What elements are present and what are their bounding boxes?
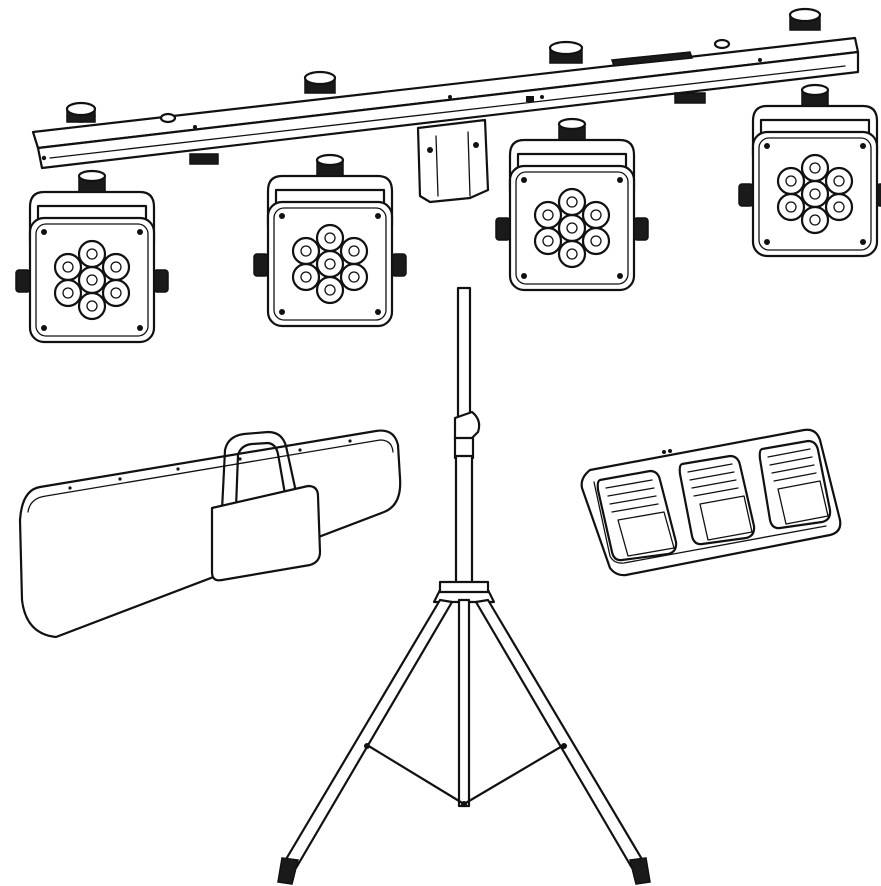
bar-knob [788,7,822,31]
led-fixture [494,117,650,292]
light-bar [31,7,860,204]
bar-knob [65,101,97,123]
tripod-stand [277,286,651,885]
foot-pedal [758,439,832,530]
foot-controller [580,428,842,577]
carry-bag [18,429,402,639]
bar-knob [303,70,337,94]
led-fixture [737,83,881,258]
foot-pedal [678,454,756,546]
led-fixture [252,153,408,328]
center-mount [416,118,490,204]
led-fixture [14,169,170,344]
foot-pedal [596,469,678,562]
bar-knob [548,40,584,64]
